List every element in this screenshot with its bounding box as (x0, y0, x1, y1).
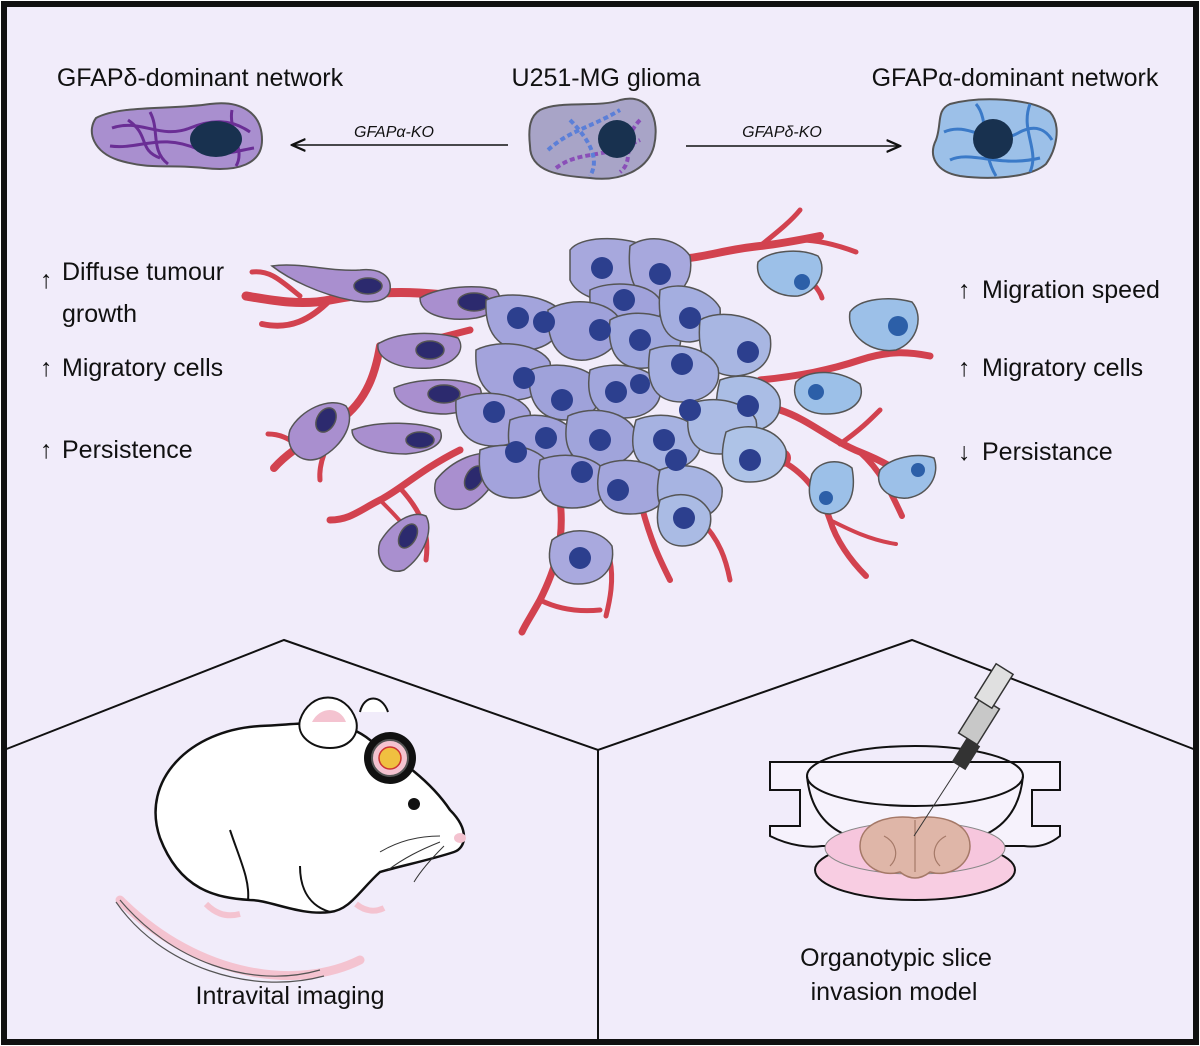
tumour-nuclei (483, 257, 761, 569)
right-network-title: GFAPα-dominant network (872, 64, 1159, 92)
cranial-window-icon (364, 732, 416, 784)
right-effect-3: Persistance (982, 438, 1113, 466)
right-arrow-label: GFAPδ-KO (742, 124, 822, 141)
brain-slice-icon (859, 816, 971, 879)
mouse-icon (115, 696, 466, 983)
up-arrow-5: ↑ (958, 354, 971, 382)
left-effect-1-line1: Diffuse tumour (62, 258, 224, 286)
up-arrow-2: ↑ (40, 354, 53, 382)
right-effect-2: Migratory cells (982, 354, 1143, 382)
right-effect-1: Migration speed (982, 276, 1160, 304)
left-panel-caption: Intravital imaging (196, 982, 385, 1010)
alpha-migratory-cells (756, 250, 937, 515)
up-arrow-3: ↑ (40, 436, 53, 464)
left-network-title: GFAPδ-dominant network (57, 64, 344, 92)
pipette-icon (913, 662, 1015, 837)
right-effects-list: ↑ Migration speed ↑ Migratory cells ↓ Pe… (958, 276, 1160, 466)
right-panel-caption-line1: Organotypic slice (800, 944, 992, 972)
petri-dish-icon (769, 745, 1061, 901)
up-arrow-4: ↑ (958, 276, 971, 304)
left-effect-3: Persistence (62, 436, 193, 464)
delta-migratory-cells (270, 264, 501, 573)
left-effect-2: Migratory cells (62, 354, 223, 382)
left-effects-list: ↑ Diffuse tumour growth ↑ Migratory cell… (40, 258, 224, 464)
u251-glioma-cell-icon (528, 97, 657, 180)
tumour-illustration (241, 207, 937, 636)
center-glioma-title: U251-MG glioma (512, 64, 701, 92)
right-panel-caption-line2: invasion model (811, 978, 978, 1006)
gfap-delta-cell-icon (90, 102, 264, 170)
up-arrow-1: ↑ (40, 266, 53, 294)
left-arrow-label: GFAPα-KO (354, 124, 434, 141)
gfap-alpha-cell-icon (932, 98, 1058, 179)
left-effect-1-line2: growth (62, 300, 137, 328)
down-arrow-1: ↓ (958, 438, 971, 466)
